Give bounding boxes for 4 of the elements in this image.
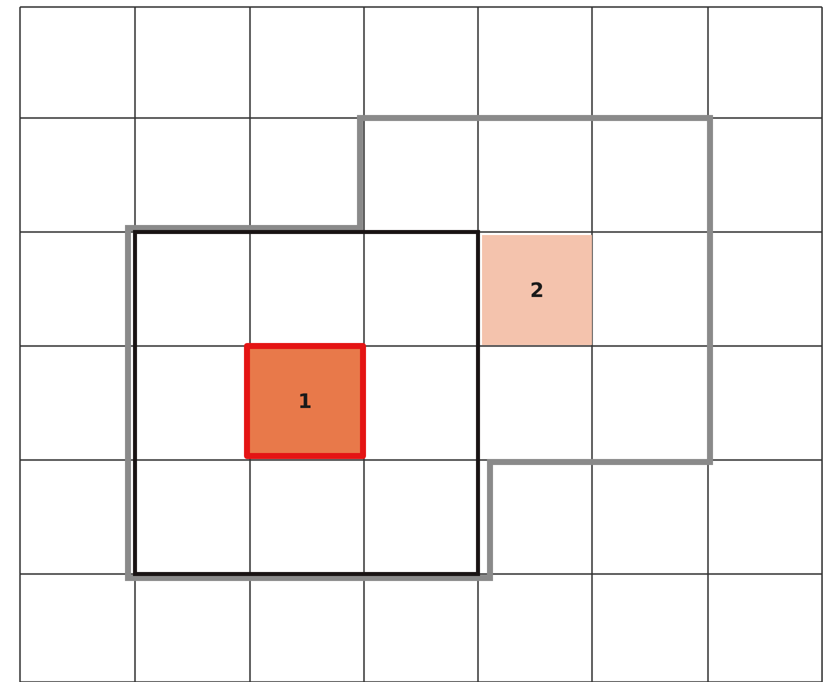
highlighted-cell [244,343,366,459]
cell-number: 1 [298,389,312,413]
cell-number: 2 [530,278,544,302]
shaded-cell [482,235,592,345]
